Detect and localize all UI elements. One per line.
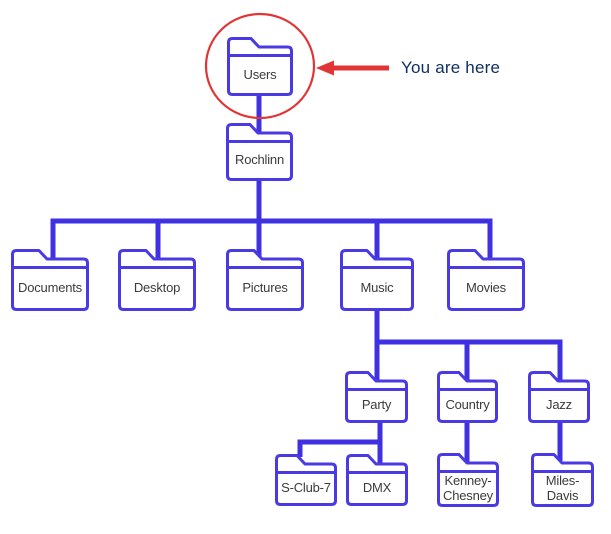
folder-label: Pictures bbox=[228, 267, 302, 308]
folder-icon bbox=[346, 454, 408, 506]
folder-label: Users bbox=[229, 55, 291, 93]
folder-label-line: Jazz bbox=[546, 397, 572, 412]
folder-icon bbox=[528, 371, 590, 423]
folder-node-country: Country bbox=[437, 371, 498, 423]
folder-label: Movies bbox=[449, 267, 523, 308]
folder-icon bbox=[345, 371, 408, 423]
folder-label-line: Users bbox=[243, 66, 277, 82]
folder-node-jazz: Jazz bbox=[528, 371, 590, 423]
folder-node-rochlinn: Rochlinn bbox=[226, 123, 293, 181]
folder-node-miles-davis: Miles-Davis bbox=[531, 453, 594, 507]
folder-node-party: Party bbox=[345, 371, 408, 423]
folder-node-kenney-chesney: Kenney-Chesney bbox=[437, 453, 499, 507]
folder-icon bbox=[340, 249, 414, 311]
folder-label: Rochlinn bbox=[228, 141, 291, 178]
folder-label: Party bbox=[347, 389, 406, 420]
folder-label-line: Desktop bbox=[133, 280, 181, 295]
folder-label-line: Kenney- bbox=[444, 472, 492, 488]
folder-icon bbox=[118, 249, 196, 311]
folder-label-line: DMX bbox=[362, 480, 392, 495]
folder-icon bbox=[437, 453, 499, 507]
folder-label: Documents bbox=[13, 267, 87, 308]
folder-label: Kenney-Chesney bbox=[439, 471, 497, 504]
annotation-label: You are here bbox=[401, 58, 501, 77]
folder-label-line: Party bbox=[361, 397, 392, 412]
folder-label-line: Movies bbox=[466, 280, 506, 295]
folder-label: Jazz bbox=[530, 389, 588, 420]
folder-label-line: Country bbox=[445, 397, 490, 412]
folder-label-line: Documents bbox=[18, 280, 82, 295]
folder-label-line: Davis bbox=[546, 487, 579, 503]
folder-label: DMX bbox=[348, 472, 406, 503]
folder-node-users: Users bbox=[227, 37, 293, 96]
folder-label-line: Rochlinn bbox=[235, 152, 284, 167]
folder-node-s-club-7: S-Club-7 bbox=[275, 454, 337, 506]
folder-icon bbox=[447, 249, 525, 311]
folder-node-documents: Documents bbox=[11, 249, 89, 311]
folder-label: Miles-Davis bbox=[533, 471, 592, 504]
folder-label: Desktop bbox=[120, 267, 194, 308]
folder-label-line: Chesney bbox=[443, 487, 493, 503]
folder-label: S-Club-7 bbox=[277, 472, 335, 503]
folder-icon bbox=[226, 249, 304, 311]
tree-connector bbox=[50, 218, 493, 258]
folder-node-pictures: Pictures bbox=[226, 249, 304, 311]
tree-connector bbox=[377, 339, 563, 382]
tree-connector bbox=[297, 439, 380, 457]
folder-icon bbox=[11, 249, 89, 311]
folder-icon bbox=[226, 123, 293, 181]
folder-icon bbox=[437, 371, 498, 423]
folder-label-line: Pictures bbox=[242, 280, 288, 295]
folder-label: Country bbox=[439, 389, 496, 420]
folder-node-movies: Movies bbox=[447, 249, 525, 311]
folder-label-line: S-Club-7 bbox=[281, 480, 331, 495]
folder-icon bbox=[275, 454, 337, 506]
folder-node-music: Music bbox=[340, 249, 414, 311]
folder-label-line: Music bbox=[360, 280, 394, 295]
folder-node-desktop: Desktop bbox=[118, 249, 196, 311]
folder-label-line: Miles- bbox=[545, 472, 580, 488]
folder-label: Music bbox=[342, 267, 412, 308]
folder-node-dmx: DMX bbox=[346, 454, 408, 506]
folder-icon bbox=[531, 453, 594, 507]
